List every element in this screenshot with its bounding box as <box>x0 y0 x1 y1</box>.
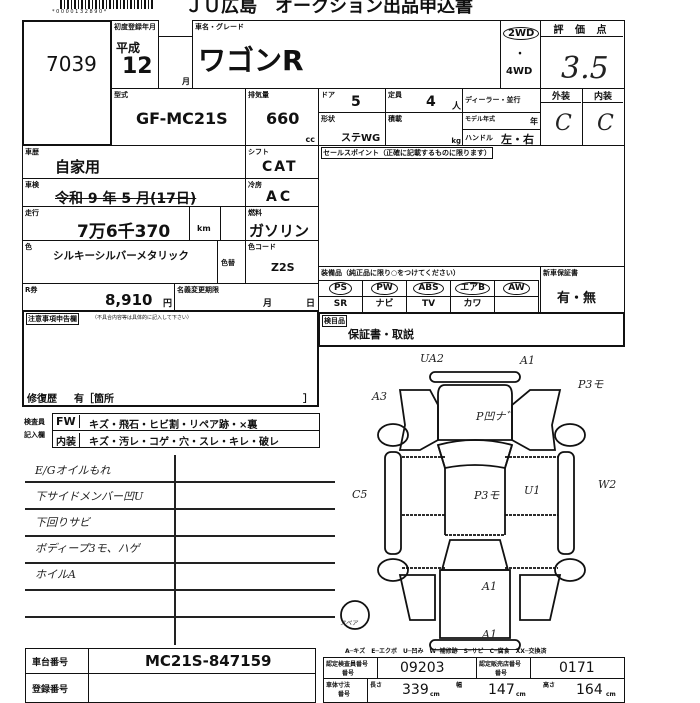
equipment-item: ナビ <box>363 296 407 312</box>
doors-cell: ドア 5 <box>318 88 386 113</box>
history-cell: 車歴 自家用 <box>22 145 246 179</box>
color-change-cell: 色替 <box>217 240 246 284</box>
chassis-label: 車台番号 <box>25 648 89 674</box>
damage-mark: P凹ナ゛ <box>476 410 517 423</box>
cert1-value: 09203 <box>377 657 477 679</box>
damage-mark: UA2 <box>420 352 444 365</box>
exterior-cell: 外装 C <box>540 88 583 146</box>
color-code-cell: 色コード Z2S <box>245 240 319 284</box>
car-name: ワゴンR <box>198 44 304 77</box>
handle-cell: ハンドル 左・右 <box>462 129 541 146</box>
equipment-item: SR <box>319 296 363 312</box>
mileage-cell: 走行 7万6千370 <box>22 206 190 242</box>
damage-mark: U1 <box>524 484 541 497</box>
chassis-value-cell: MC21S-847159 <box>88 648 316 674</box>
notes-cell: 注意事項申告欄 （不具合内容等は具体的に記入して下さい） 修復歴 有［箇所 ］ <box>22 310 319 407</box>
barcode <box>60 0 155 9</box>
handwritten-note: 下サイドメンバー凹U <box>35 490 144 503</box>
load-cell: 積載 kg <box>385 112 463 146</box>
note-line <box>25 562 335 564</box>
recycle-cell: R券 8,910 円 <box>22 283 175 311</box>
handwritten-note: E/Gオイルもれ <box>35 464 111 477</box>
score-cell: 評 価 点 3.5 <box>540 20 625 89</box>
interior-cell: 内装 C <box>582 88 625 146</box>
name-change-cell: 名義変更期限 月 日 <box>174 283 319 311</box>
lot-number: 7039 <box>46 52 97 76</box>
car-name-cell: 車名・グレード ワゴンR <box>192 20 501 89</box>
first-reg-cell: 初度登録年月 平成 12 <box>111 20 159 89</box>
damage-mark: C5 <box>352 488 368 501</box>
equipment-item: カワ <box>451 296 495 312</box>
equipment-item: AW <box>495 280 539 296</box>
damage-mark: スペア <box>340 620 358 627</box>
equipment-item: エアB <box>451 280 495 296</box>
sales-point-cell: セールスポイント（正確に記載するものに限ります） <box>318 145 625 267</box>
equipment-item: PS <box>319 280 363 296</box>
lot-box: 7039 <box>22 20 112 146</box>
car-diagram <box>340 371 586 650</box>
fuel-cell: 燃料 ガソリン <box>245 206 319 241</box>
damage-mark: A1 <box>520 354 535 367</box>
warranty-cell: 新車保証書 有・無 <box>540 266 625 313</box>
damage-mark: W2 <box>598 478 617 491</box>
inspection-cell: 車検 令和 9 年 5 月(17日) <box>22 178 246 207</box>
shift-cell: シフト CAT <box>245 145 319 179</box>
note-line <box>25 616 335 618</box>
cert2-value: 0171 <box>530 657 625 679</box>
handwritten-note: 下回りサビ <box>35 516 90 529</box>
damage-mark: A3 <box>372 390 387 403</box>
mileage-blank <box>220 206 246 241</box>
displacement-cell: 排気量 660 cc <box>245 88 319 146</box>
model-cell: 型式 GF-MC21S <box>111 88 246 146</box>
interior-row: 内装 キズ・汚レ・コゲ・穴・スレ・キレ・破レ <box>52 430 320 448</box>
ac-cell: 冷房 AC <box>245 178 319 207</box>
fw-row: FW キズ・飛石・ヒビ割・リペア跡・×裏 <box>52 413 320 431</box>
equipment-item: ABS <box>407 280 451 296</box>
cert1-label: 認定検査員番号番号 <box>323 657 378 679</box>
color-cell: 色 シルキーシルバーメタリック <box>22 240 218 284</box>
score-value: 3.5 <box>561 51 609 86</box>
note-line <box>25 508 335 510</box>
damage-mark: A1 <box>482 580 497 593</box>
equipment-item: TV <box>407 296 451 312</box>
mileage-value: 7万6千370 <box>77 222 171 242</box>
mileage-unit-cell: km <box>189 206 221 241</box>
barcode-digits: * 0 0 0 0 1 3 2 8 9 0 * <box>52 9 107 15</box>
drive-cell: 2WD ・ 4WD <box>500 20 541 89</box>
accessories-cell: 検目品 保証書・取説 <box>318 312 625 347</box>
damage-mark: P3モ <box>578 378 604 391</box>
handwritten-note: ホイルA <box>35 568 76 581</box>
shape-cell: 形状 ステWG <box>318 112 386 146</box>
model-year-cell: モデル年式 年 <box>462 112 541 130</box>
legend: A─キズ E─エクボ U─凹み W─補修跡 S─サビ C─腐食 XX─交換済 <box>345 648 547 655</box>
dealer-cell: ディーラー・並行 <box>462 88 541 113</box>
equipment-item <box>495 296 539 312</box>
note-line <box>25 535 335 537</box>
registration-value-cell <box>88 673 316 703</box>
cert2-label: 認定販売店番号番号 <box>476 657 531 679</box>
equipment-item: PW <box>363 280 407 296</box>
first-reg-month: 月 <box>158 36 193 89</box>
capacity-cell: 定員 4 人 <box>385 88 463 113</box>
notes-divider <box>174 455 176 645</box>
note-line <box>25 481 335 483</box>
damage-mark: P3モ <box>474 489 500 502</box>
size-label: 車体寸法番号 <box>323 678 368 703</box>
handwritten-note: ボディープ3モ、ハゲ <box>35 542 140 555</box>
form-title: ＪＵ広島 オークション出品申込書 <box>185 0 473 17</box>
registration-label: 登録番号 <box>25 673 89 703</box>
damage-mark: A1 <box>482 628 497 641</box>
note-line <box>25 589 335 591</box>
